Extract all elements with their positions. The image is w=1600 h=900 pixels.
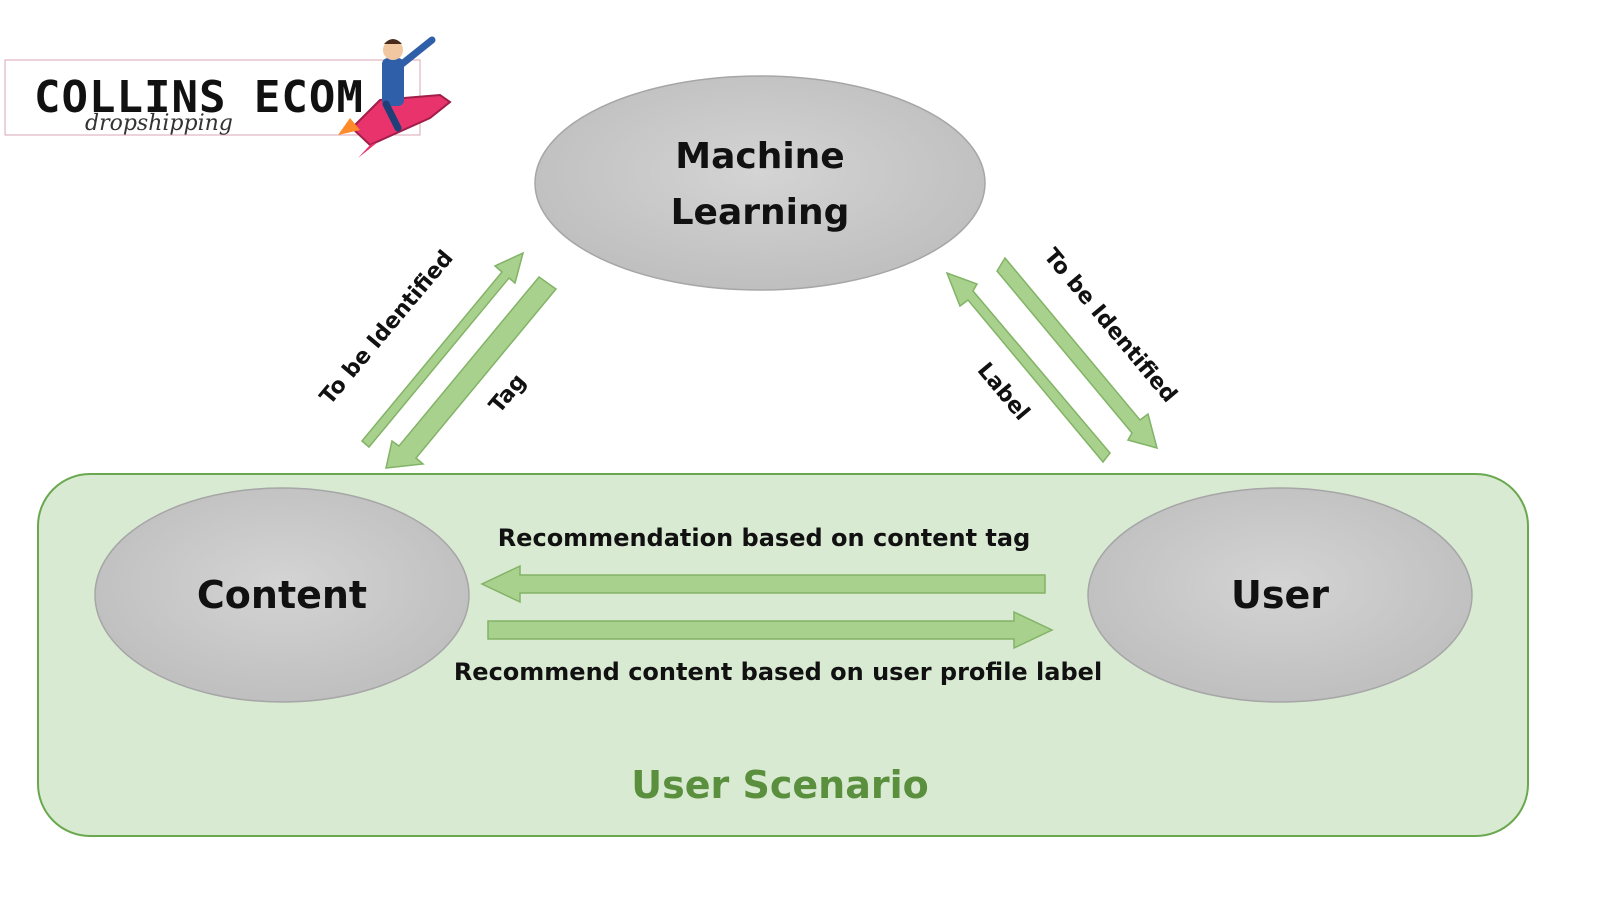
edge-label-ml-to-content: Tag bbox=[485, 369, 532, 418]
logo-tagline-text: dropshipping bbox=[85, 111, 233, 136]
rocket-mascot-icon bbox=[338, 36, 452, 158]
logo-brand-text: COLLINS ECOM bbox=[34, 72, 364, 123]
machine-learning-label-line1: Machine bbox=[675, 136, 844, 177]
arrow-user-to-ml bbox=[945, 271, 1111, 464]
edge-label-content-to-ml: To be Identified bbox=[315, 246, 458, 410]
arrow-content-to-user bbox=[487, 610, 1054, 650]
edge-label-user-to-content: Recommendation based on content tag bbox=[498, 524, 1031, 552]
content-label: Content bbox=[197, 573, 367, 617]
machine-learning-label-line2: Learning bbox=[671, 192, 850, 233]
user-label: User bbox=[1231, 573, 1329, 617]
logo: COLLINS ECOM dropshipping bbox=[4, 36, 452, 158]
arrow-content-to-ml bbox=[360, 251, 525, 449]
user-node: User bbox=[1087, 487, 1473, 703]
machine-learning-node: Machine Learning bbox=[534, 75, 986, 291]
content-node: Content bbox=[94, 487, 470, 703]
user-scenario-label: User Scenario bbox=[631, 763, 928, 807]
arrow-user-to-content bbox=[480, 564, 1046, 604]
edge-label-content-to-user: Recommend content based on user profile … bbox=[454, 658, 1102, 686]
arrow-ml-to-content bbox=[385, 275, 558, 469]
arrow-ml-to-user bbox=[996, 256, 1159, 450]
